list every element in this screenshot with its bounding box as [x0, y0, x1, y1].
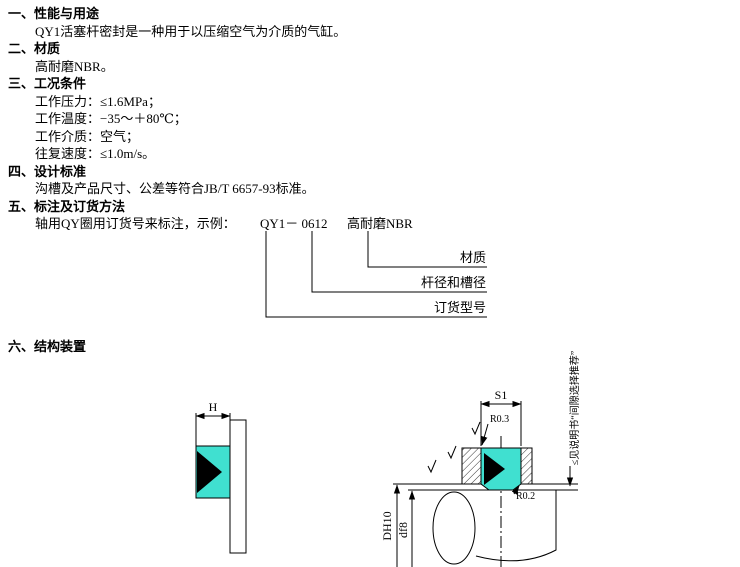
dim-label-rod-dia: df8	[396, 522, 410, 538]
dim-label-groove-dia: DH10	[380, 511, 394, 540]
section-3-heading: 三、工况条件	[8, 76, 87, 91]
ordering-callout-diagram	[265, 231, 487, 318]
radius-leader-top	[481, 423, 489, 446]
section-1-heading: 一、性能与用途	[8, 6, 100, 21]
clearance-note: ≤见说明书“间隙选择推荐”	[568, 351, 581, 465]
gland-block-right	[520, 447, 533, 485]
radius-label-top: R0.3	[490, 414, 509, 425]
document-text: 一、性能与用途 QY1活塞杆密封是一种用于以压缩空气为介质的气缸。 二、材质 高…	[8, 5, 718, 233]
rod-outline	[229, 419, 247, 554]
callout-line-material	[367, 231, 487, 268]
callout-label-diameter: 杆径和槽径	[421, 275, 486, 290]
dim-label-S1: S1	[495, 388, 508, 402]
radius-leader-bottom	[511, 485, 520, 495]
ordering-material: 高耐磨NBR	[347, 216, 413, 231]
section-3-body-medium: 工作介质：空气；	[35, 128, 140, 144]
callout-label-material: 材质	[460, 250, 486, 265]
seal-section	[195, 445, 231, 499]
section-1-body: QY1活塞杆密封是一种用于以压缩空气为介质的气缸。	[35, 23, 347, 39]
section-3-body-pressure: 工作压力：≤1.6MPa；	[35, 93, 161, 109]
roughness-icon	[447, 445, 457, 460]
seal-lip-notch-icon	[484, 453, 505, 485]
section-3-body-temperature: 工作温度：−35～＋80℃；	[35, 111, 187, 126]
gland-block-left	[461, 447, 482, 485]
section-4-heading: 四、设计标准	[8, 163, 87, 179]
callout-line-diameter	[311, 231, 487, 293]
radius-label-bottom: R0.2	[516, 491, 535, 502]
roughness-icon	[427, 459, 437, 474]
callout-line-model	[265, 231, 487, 318]
seal-lip-notch-icon	[197, 451, 222, 493]
left-seal-drawing	[195, 412, 247, 554]
section-6-heading: 六、结构装置	[8, 339, 87, 354]
seal-installed	[480, 447, 522, 491]
right-installation-drawing	[393, 400, 578, 567]
rod-break-ellipse	[432, 491, 476, 565]
callout-label-model: 订货型号	[434, 300, 486, 315]
ordering-code: QY1－ 0612	[260, 216, 328, 231]
section-4-body: 沟槽及产品尺寸、公差等符合JB/T 6657-93标准。	[35, 181, 315, 196]
ordering-example-line: 轴用QY圈用订货号来标注，示例： QY1－ 0612 高耐磨NBR	[35, 215, 718, 233]
rod-break-curve	[475, 490, 557, 562]
section-2-body: 高耐磨NBR。	[35, 58, 114, 74]
section-3-body-speed: 往复速度：≤1.0m/s。	[35, 146, 156, 161]
roughness-icon	[471, 421, 481, 436]
ordering-prefix: 轴用QY圈用订货号来标注，示例：	[35, 216, 236, 231]
section-5-heading: 五、标注及订货方法	[8, 198, 126, 214]
dim-label-H: H	[209, 400, 218, 414]
section-2-heading: 二、材质	[8, 41, 61, 56]
